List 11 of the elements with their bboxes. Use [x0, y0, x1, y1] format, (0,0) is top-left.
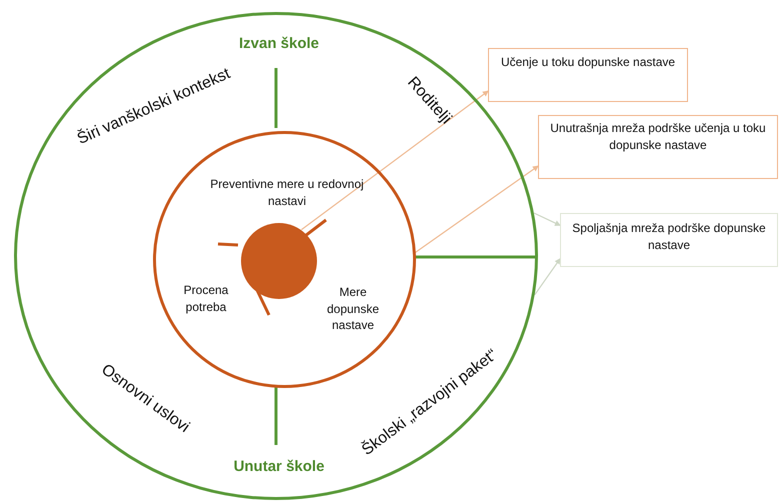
arrow	[301, 90, 489, 230]
zone-label: Izvan škole	[238, 35, 320, 54]
zone-label: Unutar škole	[232, 458, 326, 477]
inner-label: Mere dopunske nastave	[326, 284, 380, 334]
arrow	[534, 212, 561, 226]
callout-box: Učenje u toku dopunske nastave	[488, 48, 688, 102]
inner-label: Procena potreba	[182, 282, 230, 315]
arrow	[534, 258, 561, 296]
callout-box: Spoljašnja mreža podrške dopunske nastave	[560, 213, 778, 267]
callout-box: Unutrašnja mreža podrške učenja u toku dopunske nastave	[538, 115, 778, 179]
inner-label: Preventivne mere u redovnoj nastavi	[209, 176, 365, 209]
